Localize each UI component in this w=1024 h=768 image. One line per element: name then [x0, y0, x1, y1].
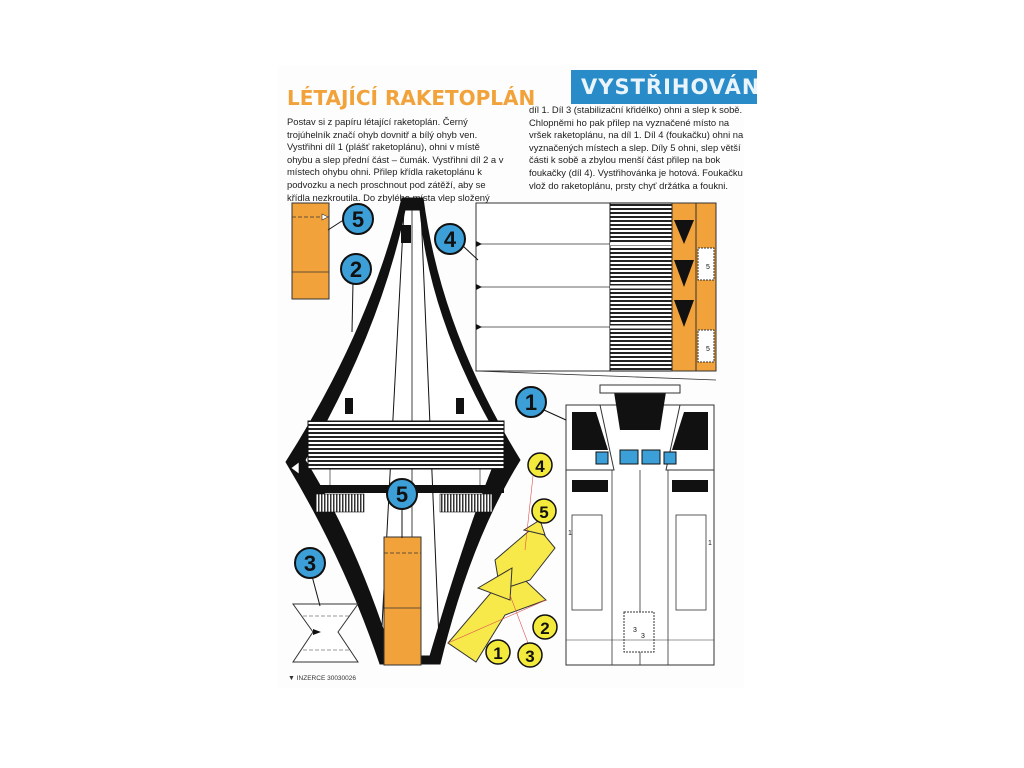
- marking-part1-center: 3: [633, 627, 637, 634]
- svg-text:2: 2: [350, 257, 362, 282]
- part-1-shuttle-body: [285, 197, 521, 665]
- badge-part-5-bottom: 5: [386, 478, 418, 510]
- assembly-badge-1: 1: [485, 639, 511, 665]
- badge-part-3: 3: [294, 547, 326, 579]
- assembly-badge-5: 5: [531, 498, 557, 524]
- part-5-top-strip: [291, 202, 330, 300]
- assembly-badge-2: 2: [532, 614, 558, 640]
- footer-code: INZERCE 30030026: [296, 675, 357, 682]
- badge-part-5-top: 5: [342, 203, 374, 235]
- marking-part1-left: 1: [568, 530, 572, 537]
- assembly-badge-4: 4: [527, 452, 553, 478]
- part-5-bottom-strip: [383, 536, 422, 666]
- footer-marker-icon: ▼: [288, 675, 295, 682]
- marking-part1-center-b: 3: [641, 633, 645, 640]
- instructions-right: díl 1. Díl 3 (stabilizační křidélko) ohn…: [529, 104, 744, 191]
- svg-text:3: 3: [304, 551, 316, 576]
- assembled-model-illustration: [447, 475, 556, 663]
- marking-strip-5b: 5: [706, 346, 710, 353]
- part-3-stabilizer: [292, 603, 359, 663]
- badge-part-4: 4: [434, 223, 466, 255]
- marking-strip-5: 5: [706, 264, 710, 271]
- section-banner: VYSTŘIHOVÁNKA: [571, 70, 757, 104]
- marking-part1-right: 1: [708, 540, 712, 547]
- leader-lines: [311, 218, 567, 607]
- svg-text:1: 1: [525, 390, 537, 415]
- page-title: LÉTAJÍCÍ RAKETOPLÁN: [287, 86, 536, 110]
- part-4-blower: [475, 202, 717, 381]
- svg-text:5: 5: [539, 503, 548, 522]
- svg-text:4: 4: [444, 227, 457, 252]
- instructions-left: Postav si z papíru létající raketoplán. …: [287, 116, 504, 203]
- badge-part-1: 1: [515, 386, 547, 418]
- svg-text:5: 5: [352, 207, 364, 232]
- svg-text:5: 5: [396, 482, 408, 507]
- svg-text:4: 4: [535, 457, 545, 476]
- badge-part-2: 2: [340, 253, 372, 285]
- svg-text:1: 1: [493, 644, 502, 663]
- part-1-shell: [565, 384, 715, 666]
- assembly-badge-3: 3: [517, 642, 543, 668]
- footer: ▼ INZERCE 30030026: [288, 675, 356, 682]
- svg-text:3: 3: [525, 647, 534, 666]
- svg-text:2: 2: [540, 619, 549, 638]
